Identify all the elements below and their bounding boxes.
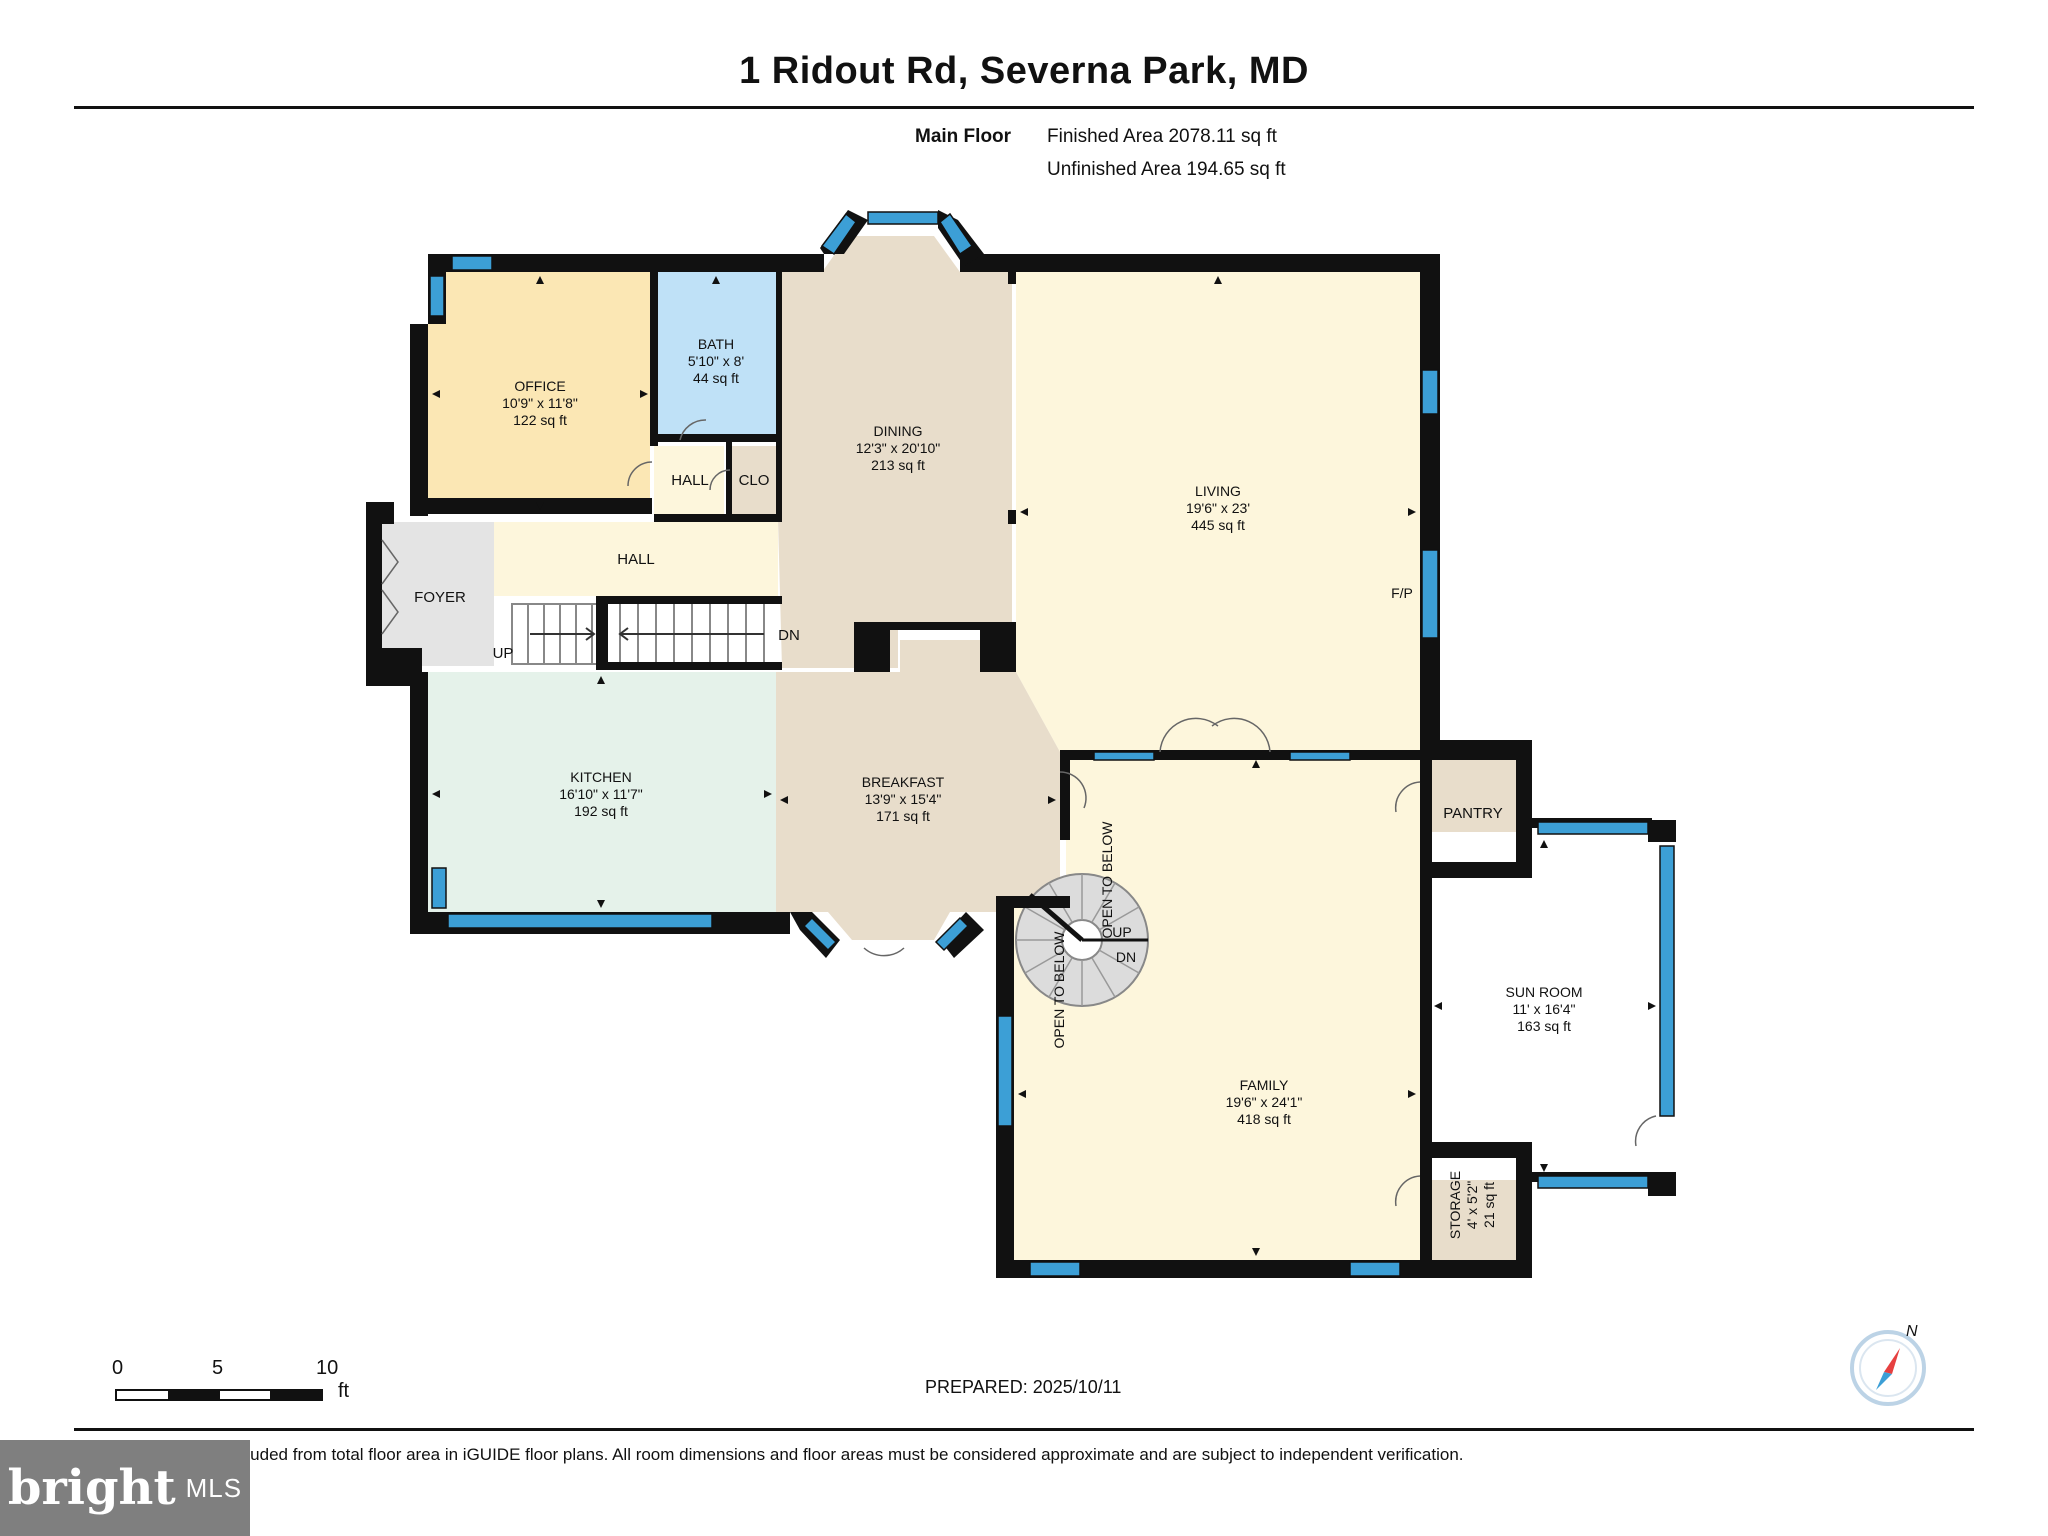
- living-area: 445 sq ft: [1191, 517, 1245, 533]
- closet-label: CLO: [739, 472, 770, 489]
- straight-stairs: [511, 603, 765, 665]
- storage-area: 21 sq ft: [1481, 1182, 1497, 1228]
- foyer-label: FOYER: [414, 589, 466, 606]
- kitchen-dims: 16'10" x 11'7": [559, 786, 643, 802]
- floor-label: Main Floor: [915, 126, 1012, 147]
- sunroom-room: [1430, 832, 1662, 1180]
- family-dims: 19'6" x 24'1": [1226, 1094, 1303, 1110]
- dining-area: 213 sq ft: [871, 457, 925, 473]
- hall-label: HALL: [617, 551, 655, 568]
- living-dims: 19'6" x 23': [1186, 500, 1250, 516]
- spiral-up-label: UP: [1112, 924, 1131, 940]
- scale-unit: ft: [338, 1380, 350, 1402]
- hall-room: [494, 522, 778, 596]
- fireplace-label: F/P: [1391, 585, 1413, 601]
- storage-label-group: STORAGE 4' x 5'2" 21 sq ft: [1447, 1171, 1497, 1239]
- bath-area: 44 sq ft: [693, 370, 739, 386]
- office-area: 122 sq ft: [513, 412, 567, 428]
- sunroom-dims: 11' x 16'4": [1513, 1001, 1576, 1017]
- living-label: LIVING: [1195, 483, 1241, 499]
- kitchen-room: [428, 672, 776, 912]
- bright-mls-logo: bright MLS: [0, 1440, 250, 1536]
- spiral-dn-label: DN: [1116, 949, 1136, 965]
- prepared-date: PREPARED: 2025/10/11: [925, 1377, 1122, 1397]
- dimension-arrows: [432, 276, 1656, 1256]
- logo-mls: MLS: [185, 1472, 243, 1503]
- storage-dims: 4' x 5'2": [1464, 1181, 1480, 1229]
- page-title: 1 Ridout Rd, Severna Park, MD: [739, 50, 1309, 92]
- closet-room: [730, 446, 778, 518]
- kitchen-area: 192 sq ft: [574, 803, 628, 819]
- family-area: 418 sq ft: [1237, 1111, 1291, 1127]
- dining-label: DINING: [874, 423, 923, 439]
- storage-label: STORAGE: [1447, 1171, 1463, 1239]
- family-label: FAMILY: [1240, 1077, 1289, 1093]
- open-below-label-2: OPEN TO BELOW: [1051, 931, 1067, 1049]
- footer-divider: [74, 1428, 1974, 1431]
- breakfast-area: 171 sq ft: [876, 808, 930, 824]
- dining-room: [762, 236, 1012, 668]
- sunroom-label: SUN ROOM: [1506, 984, 1583, 1000]
- pantry-label: PANTRY: [1443, 805, 1502, 822]
- open-below-label-1: OPEN TO BELOW: [1099, 821, 1115, 939]
- office-label: OFFICE: [514, 378, 565, 394]
- header-divider: [74, 106, 1974, 109]
- room-labels: OFFICE 10'9" x 11'8" 122 sq ft BATH 5'10…: [414, 336, 1582, 1239]
- family-room: [1014, 756, 1420, 1260]
- bath-label: BATH: [698, 336, 734, 352]
- doors: [381, 419, 1657, 1207]
- breakfast-dims: 13'9" x 15'4": [865, 791, 942, 807]
- logo-word: bright: [7, 1460, 176, 1516]
- disclaimer-text: White regions are excluded from total fl…: [82, 1445, 1464, 1464]
- scale-bar: [115, 1389, 323, 1401]
- office-dims: 10'9" x 11'8": [502, 395, 578, 411]
- scale-zero: 0: [112, 1357, 124, 1379]
- scale-five: 5: [212, 1357, 224, 1379]
- bath-dims: 5'10" x 8': [688, 353, 744, 369]
- sunroom-area: 163 sq ft: [1517, 1018, 1571, 1034]
- stairs-up-label: UP: [493, 645, 514, 662]
- scale-ten: 10: [316, 1357, 339, 1379]
- dining-dims: 12'3" x 20'10": [856, 440, 941, 456]
- bath-room: [654, 272, 778, 440]
- office-room: [428, 272, 650, 514]
- unfinished-area: Unfinished Area 194.65 sq ft: [1047, 159, 1286, 180]
- finished-area: Finished Area 2078.11 sq ft: [1047, 126, 1277, 147]
- stairs-dn-label: DN: [778, 627, 800, 644]
- breakfast-label: BREAKFAST: [862, 774, 945, 790]
- compass-north-label: N: [1906, 1323, 1918, 1340]
- kitchen-label: KITCHEN: [570, 769, 631, 785]
- spiral-stair: [1015, 873, 1149, 1007]
- foyer-room: [382, 522, 494, 666]
- breakfast-room: [776, 640, 1060, 940]
- living-room: [1016, 272, 1420, 752]
- compass-icon: N: [1850, 1323, 1926, 1406]
- windows: [429, 211, 1675, 1277]
- small-hall-label: HALL: [671, 472, 709, 489]
